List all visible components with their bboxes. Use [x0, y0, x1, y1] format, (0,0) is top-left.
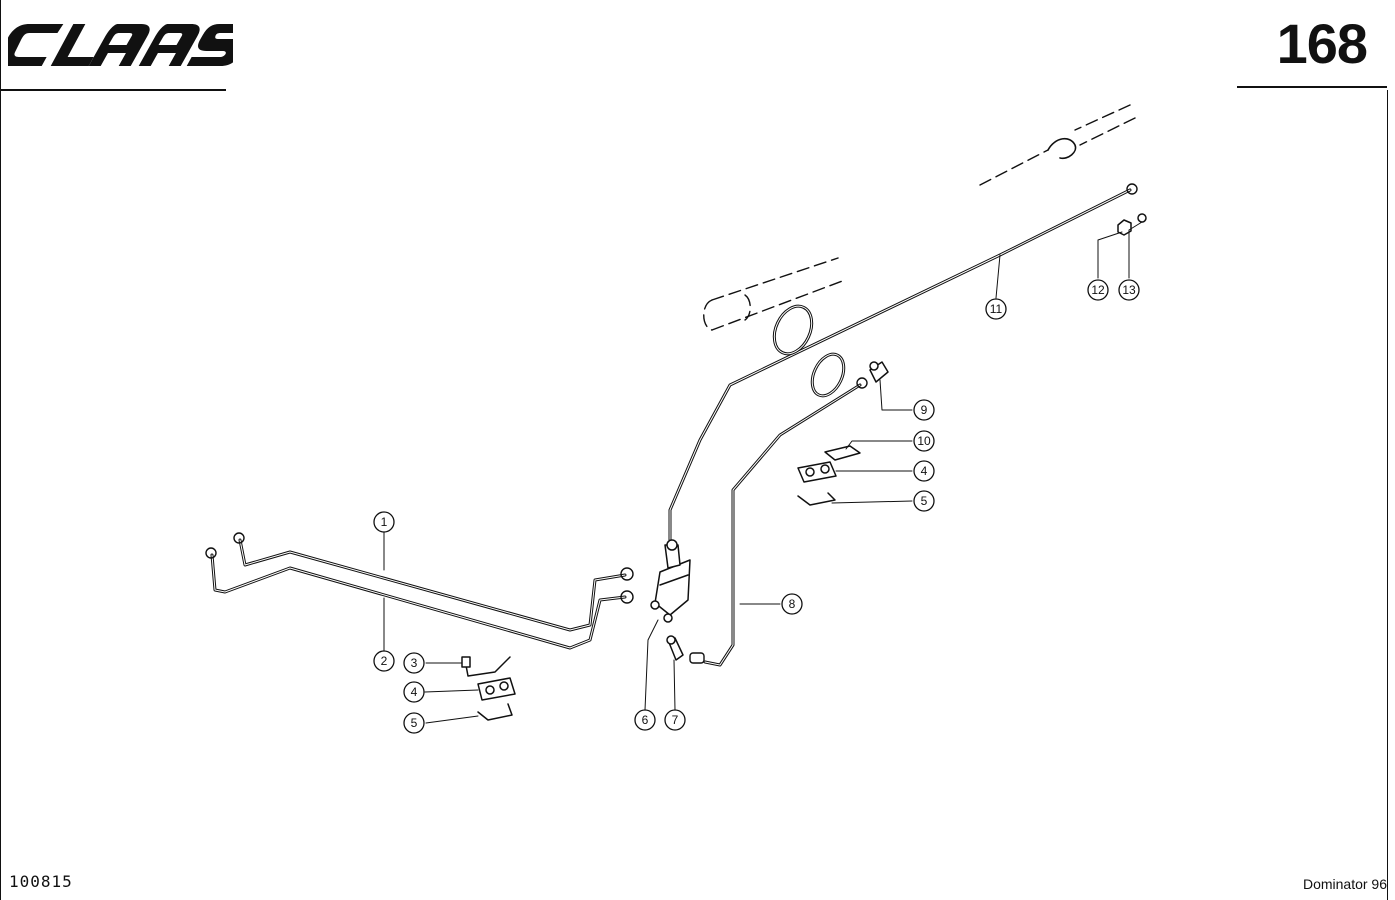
cylinder-body — [1047, 137, 1077, 160]
callout-13: 13 — [1118, 279, 1140, 301]
page-number: 168 — [1276, 12, 1368, 75]
claas-logo — [8, 24, 233, 66]
callouts: 1 2 3 4 5 6 7 8 9 10 4 5 11 12 13 — [373, 279, 1140, 734]
header-right-rule — [1237, 86, 1387, 88]
bracket-3-tab — [461, 656, 471, 668]
callout-10: 10 — [913, 430, 935, 452]
frame-left-line — [0, 0, 1, 900]
callout-12: 12 — [1087, 279, 1109, 301]
callout-6: 6 — [634, 709, 656, 731]
pipe-2 — [205, 547, 634, 650]
valve-6 — [650, 539, 691, 623]
frame-right-line — [1387, 90, 1388, 900]
svg-text:12: 12 — [1091, 283, 1105, 297]
callout-1: 1 — [373, 511, 395, 533]
callout-2: 2 — [373, 650, 395, 672]
elbow-7 — [666, 635, 684, 661]
callout-5-right: 5 — [913, 490, 935, 512]
reference-cylinder-outline — [703, 104, 1136, 331]
nut-12 — [1117, 219, 1132, 236]
document-number: 100815 — [9, 872, 73, 891]
svg-text:2: 2 — [381, 654, 388, 668]
clamp-4-right — [797, 461, 837, 483]
elbow-9 — [869, 361, 889, 383]
svg-text:5: 5 — [411, 716, 418, 730]
callout-4-left: 4 — [403, 681, 425, 703]
pipe-11 — [668, 183, 1138, 542]
bracket-5-right — [797, 492, 836, 506]
callout-9: 9 — [913, 399, 935, 421]
leader-lines — [383, 221, 1143, 724]
callout-3: 3 — [403, 652, 425, 674]
svg-text:11: 11 — [990, 302, 1003, 316]
callout-4-right: 4 — [913, 460, 935, 482]
svg-text:13: 13 — [1122, 283, 1136, 297]
svg-text:1: 1 — [381, 515, 388, 529]
svg-text:8: 8 — [789, 597, 796, 611]
svg-text:4: 4 — [921, 464, 928, 478]
pipe-8 — [689, 352, 868, 667]
pipe-1 — [233, 532, 634, 632]
model-name: Dominator 96 — [1302, 876, 1387, 892]
svg-text:7: 7 — [672, 713, 679, 727]
svg-text:6: 6 — [642, 713, 649, 727]
svg-text:10: 10 — [917, 434, 931, 448]
header-left-rule — [0, 89, 226, 91]
callout-11: 11 — [985, 298, 1007, 320]
plate-10 — [824, 445, 861, 461]
washer-13 — [1137, 213, 1147, 223]
bracket-5-left — [477, 703, 513, 721]
svg-text:3: 3 — [411, 656, 418, 670]
callout-7: 7 — [664, 709, 686, 731]
callout-8: 8 — [781, 593, 803, 615]
svg-text:5: 5 — [921, 494, 928, 508]
callout-5-left: 5 — [403, 712, 425, 734]
bracket-3 — [464, 656, 511, 677]
svg-text:9: 9 — [921, 403, 928, 417]
svg-text:4: 4 — [411, 685, 418, 699]
clamp-4-left — [477, 677, 516, 701]
